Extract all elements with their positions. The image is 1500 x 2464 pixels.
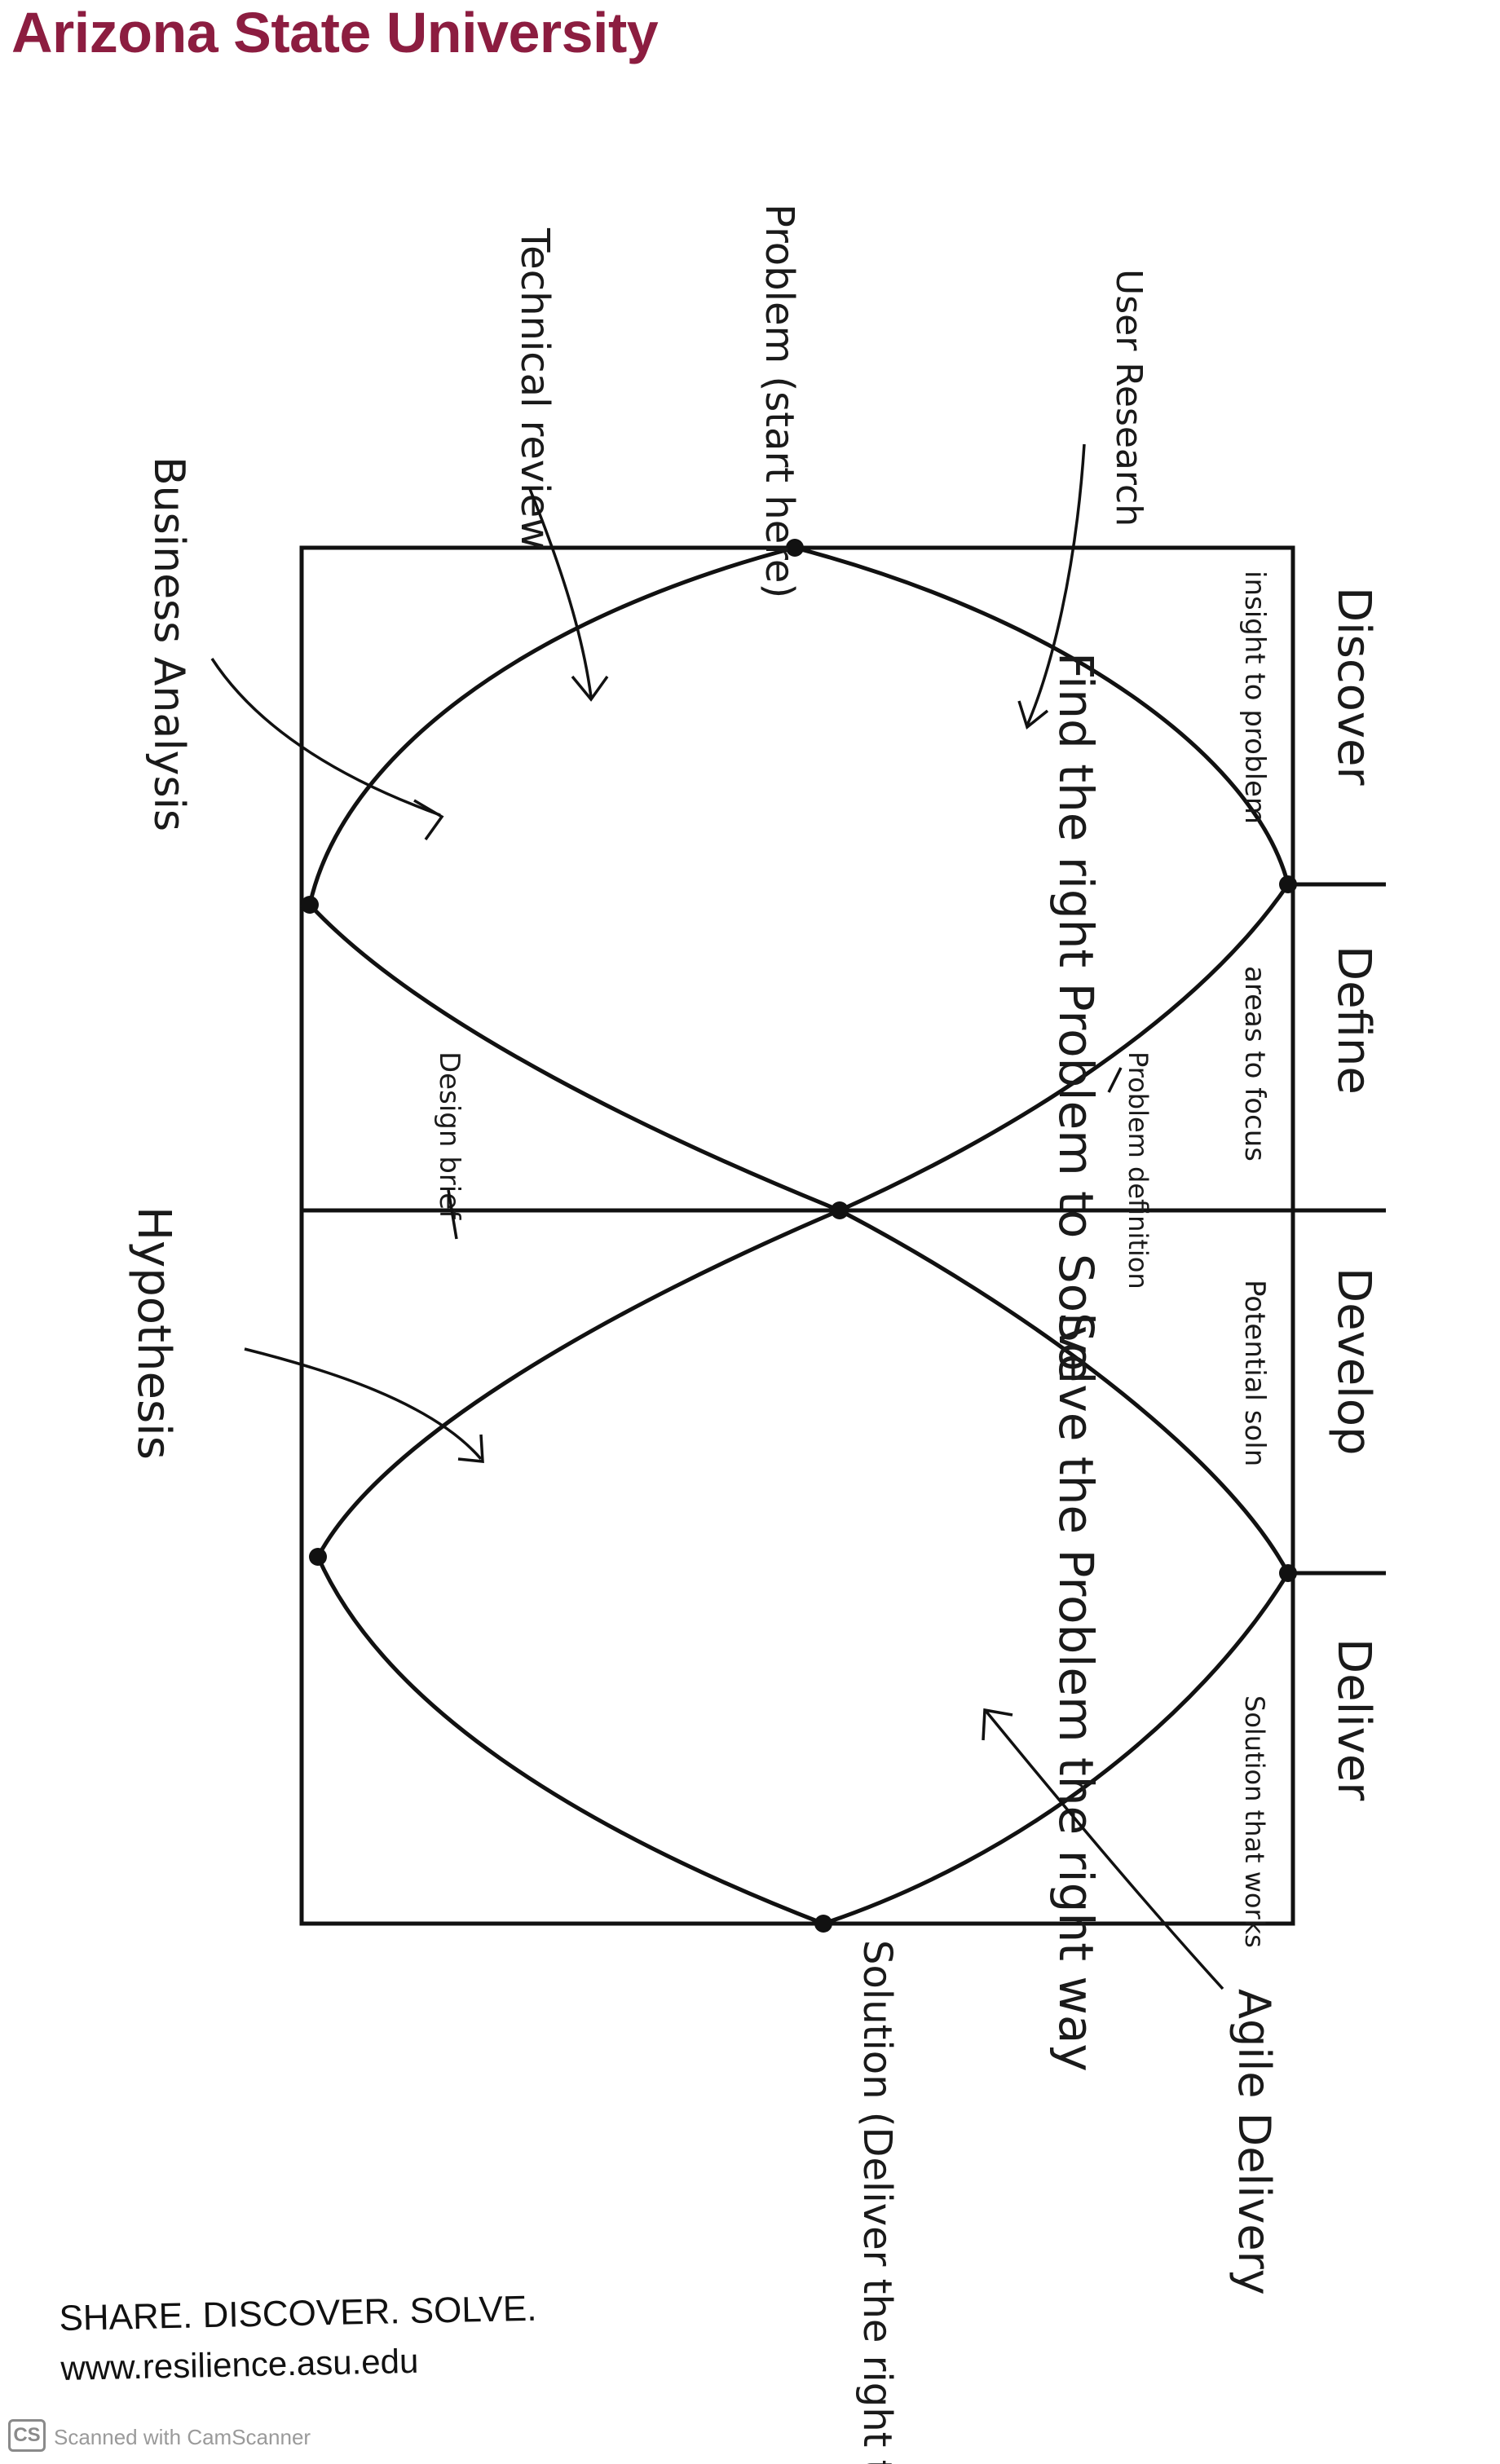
vertex-dot <box>1279 875 1297 893</box>
note-areas-to-focus: areas to focus <box>1238 966 1271 1161</box>
business-analysis-arrowhead <box>413 799 444 841</box>
agile-delivery-arrow <box>985 1710 1224 1990</box>
first-diamond-label: Find the right Problem to Solve <box>1048 652 1104 1382</box>
technical-review-label: Technical review <box>512 227 558 549</box>
vertex-dot <box>814 1915 832 1933</box>
hypothesis-arrow <box>244 1347 483 1461</box>
vertex-dot <box>301 896 319 914</box>
camscanner-logo: CS <box>8 2419 46 2452</box>
footer-website: www.resilience.asu.edu <box>60 2341 419 2387</box>
vertex-dot <box>309 1548 327 1566</box>
technical-review-arrow <box>528 488 593 698</box>
business-analysis-label: Business Analysis <box>144 456 193 831</box>
solution-label: Solution (Deliver the right thing) <box>854 1940 900 2464</box>
business-analysis-arrow <box>210 658 441 817</box>
note-potential-solution: Potential soln <box>1238 1280 1271 1466</box>
note-insight-to-problem: insight to problem <box>1238 571 1271 824</box>
hypothesis-label: Hypothesis <box>127 1206 180 1460</box>
problem-definition-label: Problem definition <box>1123 1051 1154 1289</box>
agile-delivery-arrowhead <box>982 1708 1013 1741</box>
agile-delivery-label: Agile Delivery <box>1229 1989 1280 2295</box>
annotation-arrows <box>210 443 1224 1990</box>
problem-start-label: Problem (start here) <box>757 204 802 598</box>
hypothesis-arrowhead <box>457 1434 484 1463</box>
vertex-dot <box>1279 1564 1297 1582</box>
phase-label-define: Define <box>1327 945 1380 1095</box>
user-research-label: User Research <box>1108 269 1149 527</box>
phase-label-develop: Develop <box>1327 1267 1380 1456</box>
second-diamond-label: Solve the Problem the right way <box>1048 1312 1104 2072</box>
university-title: Arizona State University <box>11 1 659 64</box>
user-research-arrow <box>1026 443 1086 726</box>
user-research-arrowhead <box>1017 700 1049 730</box>
technical-review-arrowhead <box>571 675 609 702</box>
note-solution-that-works: Solution that works <box>1239 1695 1270 1948</box>
problem-definition-arrow <box>1107 1067 1123 1093</box>
phase-label-deliver: Deliver <box>1327 1638 1380 1801</box>
vertex-dot <box>831 1201 849 1219</box>
second-diamond <box>315 1208 1290 1926</box>
design-brief-arrow <box>447 1189 458 1240</box>
camscanner-watermark: Scanned with CamScanner <box>54 2425 311 2449</box>
vertex-dot <box>786 539 804 557</box>
phase-label-discover: Discover <box>1327 587 1380 787</box>
